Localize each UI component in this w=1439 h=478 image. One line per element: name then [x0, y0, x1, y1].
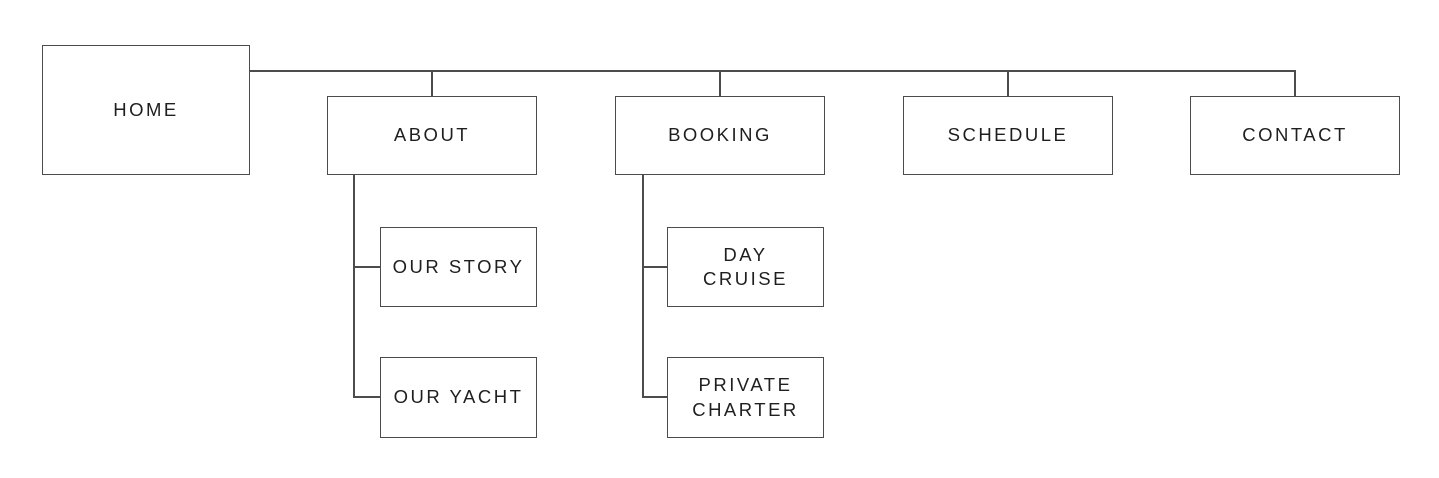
- node-our-yacht[interactable]: OUR YACHT: [380, 357, 537, 438]
- connector-branch-day-cruise: [642, 266, 667, 268]
- node-booking-label: BOOKING: [668, 124, 772, 146]
- node-schedule-label: SCHEDULE: [947, 124, 1069, 146]
- node-schedule[interactable]: SCHEDULE: [903, 96, 1113, 175]
- node-about-label: ABOUT: [393, 124, 471, 146]
- node-private-charter[interactable]: PRIVATE CHARTER: [667, 357, 824, 438]
- connector-drop-schedule: [1007, 70, 1009, 97]
- node-our-story-label: OUR STORY: [392, 255, 525, 277]
- node-day-cruise-label: DAY CRUISE: [703, 243, 788, 289]
- node-home[interactable]: HOME: [42, 45, 250, 175]
- node-booking[interactable]: BOOKING: [615, 96, 825, 175]
- node-our-story[interactable]: OUR STORY: [380, 227, 537, 307]
- connector-drop-about: [431, 70, 433, 97]
- node-day-cruise[interactable]: DAY CRUISE: [667, 227, 824, 307]
- node-our-yacht-label: OUR YACHT: [393, 386, 524, 408]
- connector-branch-our-yacht: [353, 396, 380, 398]
- connector-trunk-horizontal: [250, 70, 1296, 72]
- node-about[interactable]: ABOUT: [327, 96, 537, 175]
- node-contact-label: CONTACT: [1242, 124, 1348, 146]
- node-home-label: HOME: [113, 98, 179, 120]
- connector-booking-children-stem: [642, 175, 644, 398]
- node-contact[interactable]: CONTACT: [1190, 96, 1400, 175]
- connector-branch-our-story: [353, 266, 380, 268]
- node-private-charter-label: PRIVATE CHARTER: [692, 374, 799, 420]
- connector-drop-contact: [1294, 70, 1296, 97]
- connector-about-children-stem: [353, 175, 355, 398]
- connector-branch-private-charter: [642, 396, 667, 398]
- connector-drop-booking: [719, 70, 721, 97]
